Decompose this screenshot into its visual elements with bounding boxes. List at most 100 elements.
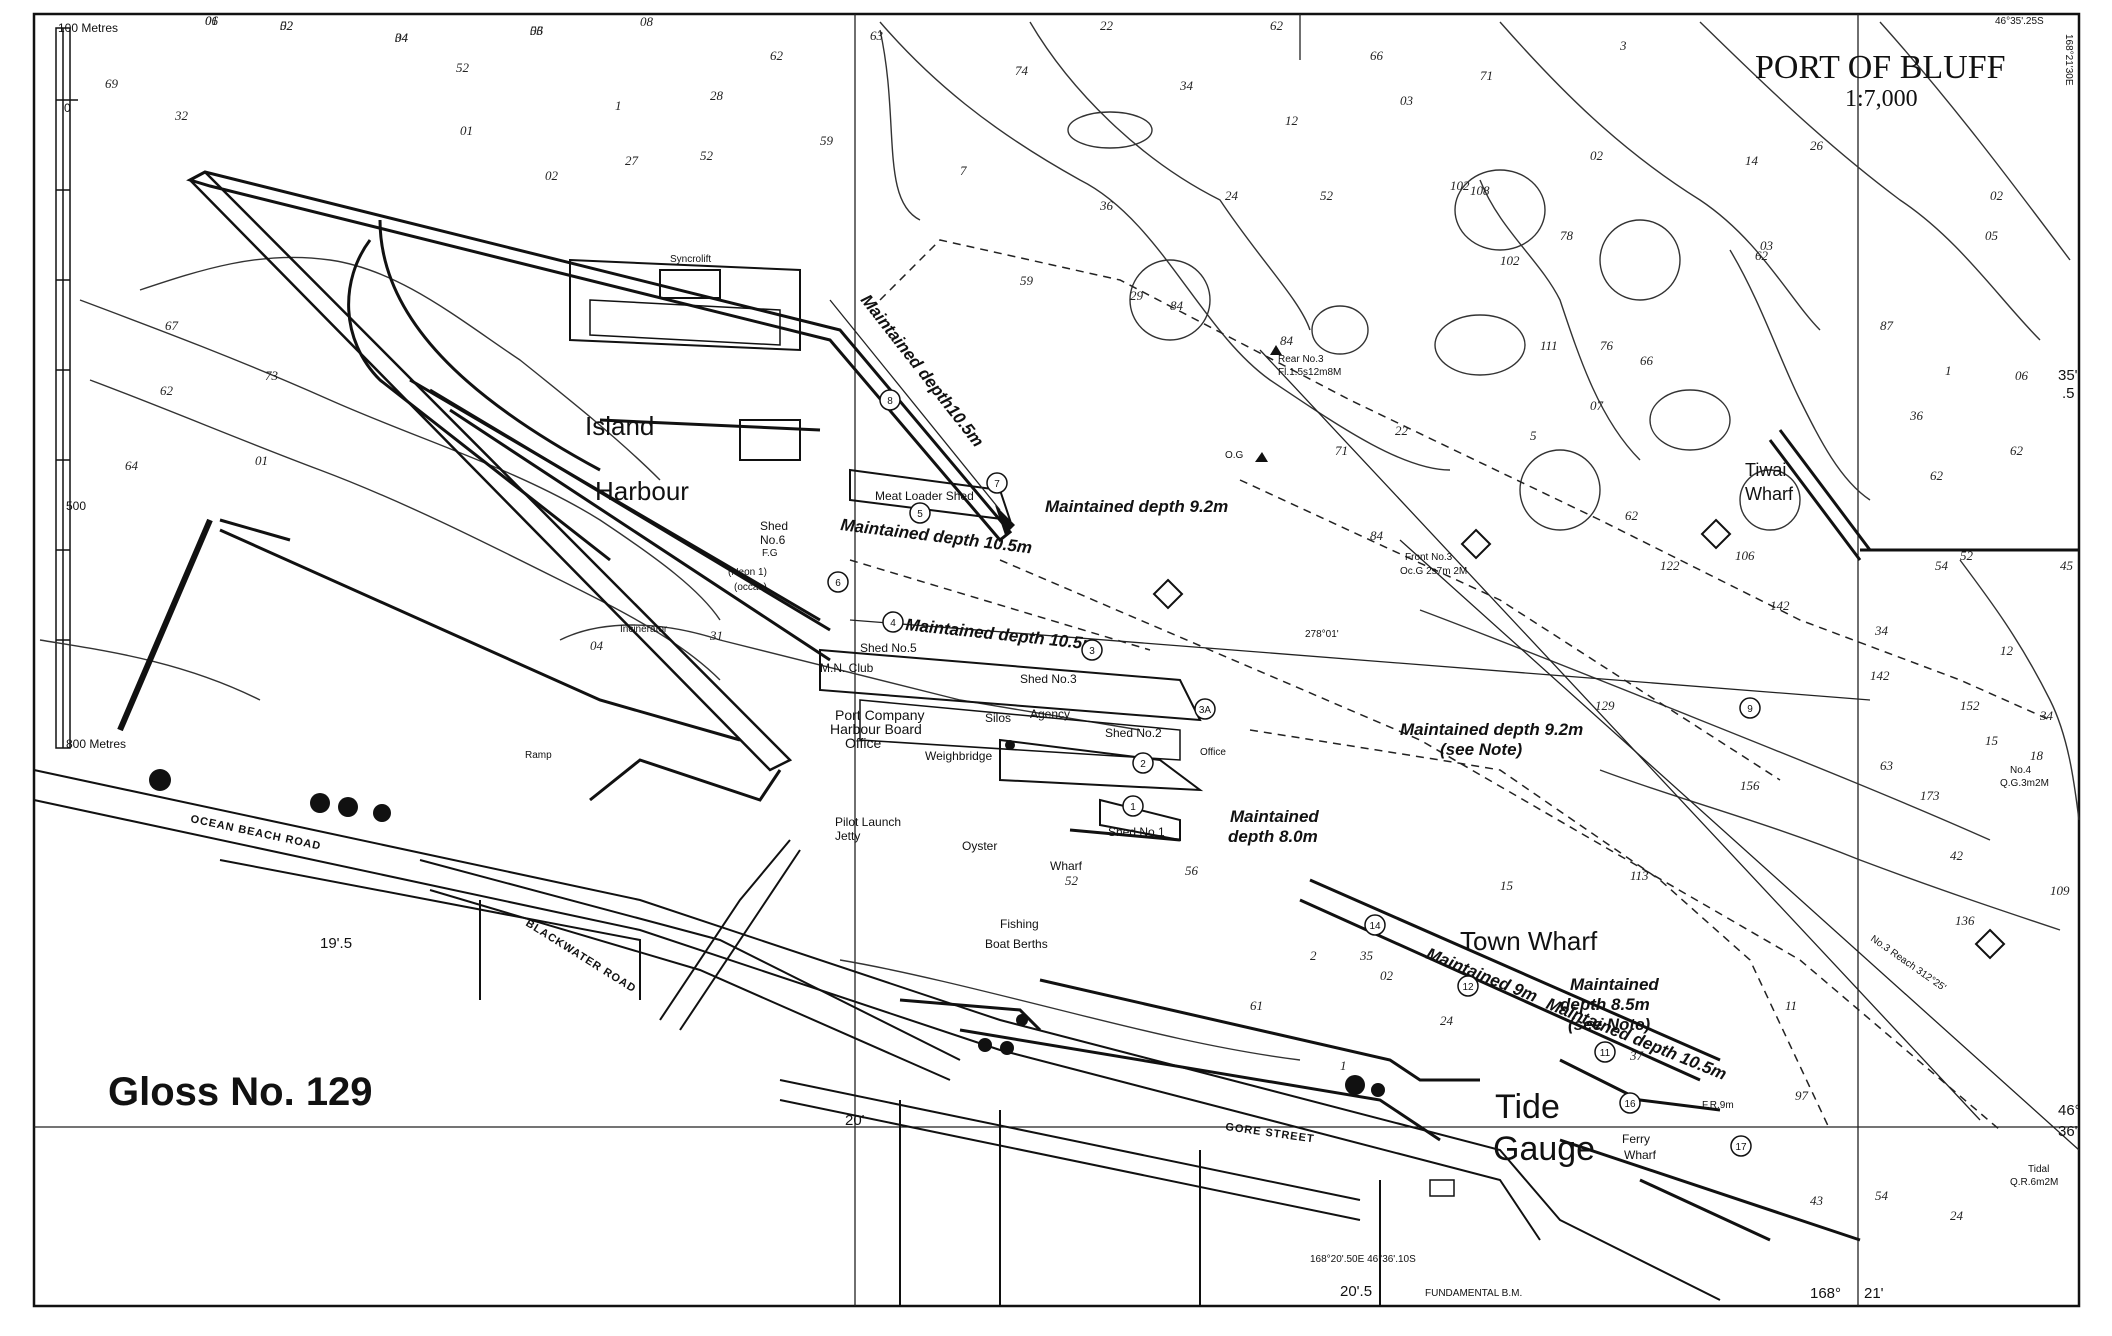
sounding-19: 74	[1015, 63, 1029, 78]
label-syncrolift: Syncrolift	[670, 254, 711, 265]
place-island: Island	[585, 411, 654, 441]
place-town-wharf: Town Wharf	[1460, 926, 1598, 956]
bm-coords: 168°20'.50E 46°36'.10S	[1310, 1254, 1416, 1265]
fairway-limits	[849, 239, 2051, 1131]
sounding-26: 7	[960, 163, 967, 178]
sounding-92: 35	[1359, 948, 1374, 963]
svg-text:17: 17	[1735, 1142, 1747, 1153]
sounding-65: 07	[1590, 398, 1604, 413]
harbour-structures	[117, 170, 2079, 1242]
sounding-0: 01	[205, 13, 218, 28]
sounding-44: 111	[1540, 338, 1558, 353]
sounding-63: 84	[1370, 528, 1384, 543]
sounding-37: 03	[1760, 238, 1774, 253]
coord-lon-21: 21'	[1864, 1285, 1884, 1302]
sounding-104: 52	[280, 18, 294, 33]
buildings	[149, 269, 2006, 1197]
sounding-94: 02	[1380, 968, 1394, 983]
sounding-29: 52	[1320, 188, 1334, 203]
light-front3b: Oc.G 2s7m 2M	[1400, 566, 1467, 577]
scale-bar	[55, 27, 78, 749]
depth-label-6b: depth 8.0m	[1228, 827, 1318, 846]
sounding-101: 52	[1065, 873, 1079, 888]
sounding-75: 12	[2000, 643, 2014, 658]
svg-text:8: 8	[887, 396, 893, 407]
coord-lat-46: 46°	[2058, 1102, 2081, 1119]
sounding-18: 59	[820, 133, 834, 148]
label-incinerator: Incinerator	[620, 624, 668, 635]
coord-lon-19-5: 19'.5	[320, 935, 352, 952]
sounding-34: 26	[1810, 138, 1824, 153]
sounding-103: 06	[205, 13, 219, 28]
sounding-13: 28	[710, 88, 724, 103]
sounding-12: 1	[615, 98, 622, 113]
coord-lon-20: 20'	[845, 1112, 865, 1129]
sounding-38: 67	[165, 318, 179, 333]
svg-text:11: 11	[1600, 1048, 1611, 1059]
sounding-59: 31	[709, 628, 723, 643]
sounding-30: 102	[1450, 178, 1470, 193]
sounding-33: 102	[1500, 253, 1520, 268]
sounding-15: 69	[105, 76, 119, 91]
depth-label-5a: Maintained depth 9.2m	[1400, 720, 1583, 739]
fundamental-bm: FUNDAMENTAL B.M.	[1425, 1288, 1522, 1299]
sounding-69: 34	[1874, 623, 1889, 638]
berth-number-14: 14	[1364, 914, 1386, 936]
sounding-7: 22	[1100, 18, 1114, 33]
sounding-71: 122	[1660, 558, 1680, 573]
sounding-89: 97	[1795, 1088, 1809, 1103]
sounding-14: 52	[456, 60, 470, 75]
sounding-58: 04	[590, 638, 604, 653]
label-shed6: Shed	[760, 519, 788, 533]
sounding-64: 71	[1335, 443, 1348, 458]
label-pilot-launch: Pilot Launch	[835, 815, 901, 829]
label-oyster-wharf: Wharf	[1050, 859, 1083, 873]
berth-number-7: 7	[986, 472, 1008, 494]
coord-lon-20-5: 20'.5	[1340, 1283, 1372, 1300]
light-occas: (occas)	[734, 582, 767, 593]
label-mn-club: M.N. Club	[820, 661, 874, 675]
sounding-79: 18	[2030, 748, 2044, 763]
sounding-84: 113	[1630, 868, 1649, 883]
berth-number-3A: 3A	[1194, 698, 1216, 720]
coord-lat-top: 46°35'.25S	[1995, 16, 2044, 27]
depth-label-9b: depth 8.5m	[1560, 995, 1650, 1014]
label-shed1: Shed No.1	[1108, 825, 1165, 839]
scale-bar-bottom-label: 800 Metres	[66, 737, 126, 751]
light-no4b: Q.G.3m2M	[2000, 778, 2049, 789]
label-silos: Silos	[985, 711, 1011, 725]
light-tidal1: Tidal	[2028, 1164, 2049, 1175]
coord-bearing: 278°01'	[1305, 629, 1339, 640]
sounding-35: 05	[1985, 228, 1999, 243]
sounding-40: 73	[265, 368, 279, 383]
place-ferry: Ferry	[1622, 1132, 1650, 1146]
berth-number-9: 9	[1739, 697, 1761, 719]
berth-number-1: 1	[1122, 795, 1144, 817]
sounding-91: 15	[1500, 878, 1514, 893]
sounding-93: 2	[1310, 948, 1317, 963]
sounding-51: 64	[125, 458, 139, 473]
svg-text:14: 14	[1369, 921, 1381, 932]
sounding-8: 62	[1270, 18, 1284, 33]
sounding-90: 1	[1340, 1058, 1347, 1073]
sounding-20: 34	[1179, 78, 1194, 93]
sounding-102: 61	[1250, 998, 1263, 1013]
berth-number-6: 6	[827, 571, 849, 593]
sounding-23: 02	[1590, 148, 1604, 163]
label-shed6b: No.6	[760, 533, 786, 547]
scale-bar-zero-label: 0	[64, 101, 71, 115]
chart-scale: 1:7,000	[1845, 86, 1918, 112]
sounding-100: 56	[1185, 863, 1199, 878]
sounding-54: 62	[1755, 248, 1769, 263]
sounding-10: 71	[1480, 68, 1493, 83]
berth-number-17: 17	[1730, 1135, 1752, 1157]
sounding-83: 156	[1740, 778, 1760, 793]
svg-text:4: 4	[890, 618, 896, 629]
sounding-81: 152	[1960, 698, 1980, 713]
place-gauge: Gauge	[1493, 1130, 1595, 1168]
sounding-105: 34	[394, 30, 409, 45]
chart-frame	[32, 12, 2081, 1308]
place-tiwai: Tiwai	[1745, 460, 1786, 480]
label-harbour-board: Harbour Board	[830, 721, 922, 737]
sounding-9: 66	[1370, 48, 1384, 63]
